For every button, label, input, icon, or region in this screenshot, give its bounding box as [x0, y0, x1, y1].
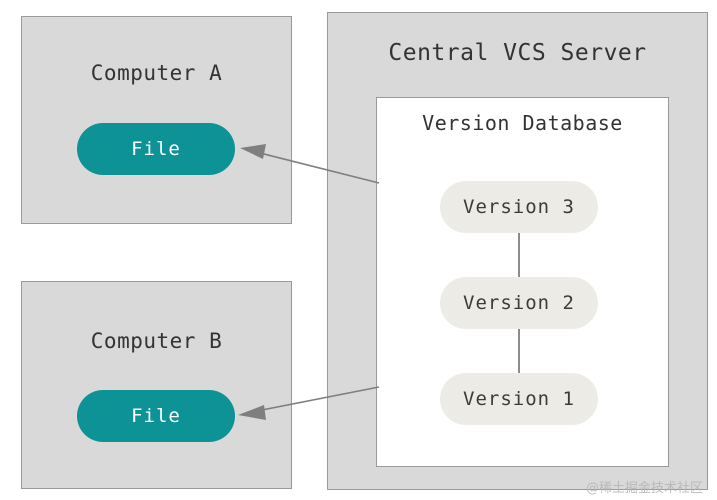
version-pill-1: Version 1: [440, 373, 598, 425]
version-pill-3: Version 3: [440, 181, 598, 233]
connector-version3-version2: [518, 233, 520, 277]
version-pill-2: Version 2: [440, 277, 598, 329]
connector-version2-version1: [518, 329, 520, 373]
file-pill-computer-a: File: [77, 123, 235, 175]
watermark: @稀土掘金技术社区: [585, 481, 703, 496]
computer-a-title: Computer A: [90, 61, 223, 85]
computer-a-box: [21, 16, 292, 224]
computer-b-title: Computer B: [90, 329, 223, 353]
file-pill-computer-b: File: [77, 390, 235, 442]
central-vcs-server-title: Central VCS Server: [388, 40, 647, 66]
version-database-title: Version Database: [422, 111, 623, 135]
computer-b-box: [21, 281, 292, 489]
